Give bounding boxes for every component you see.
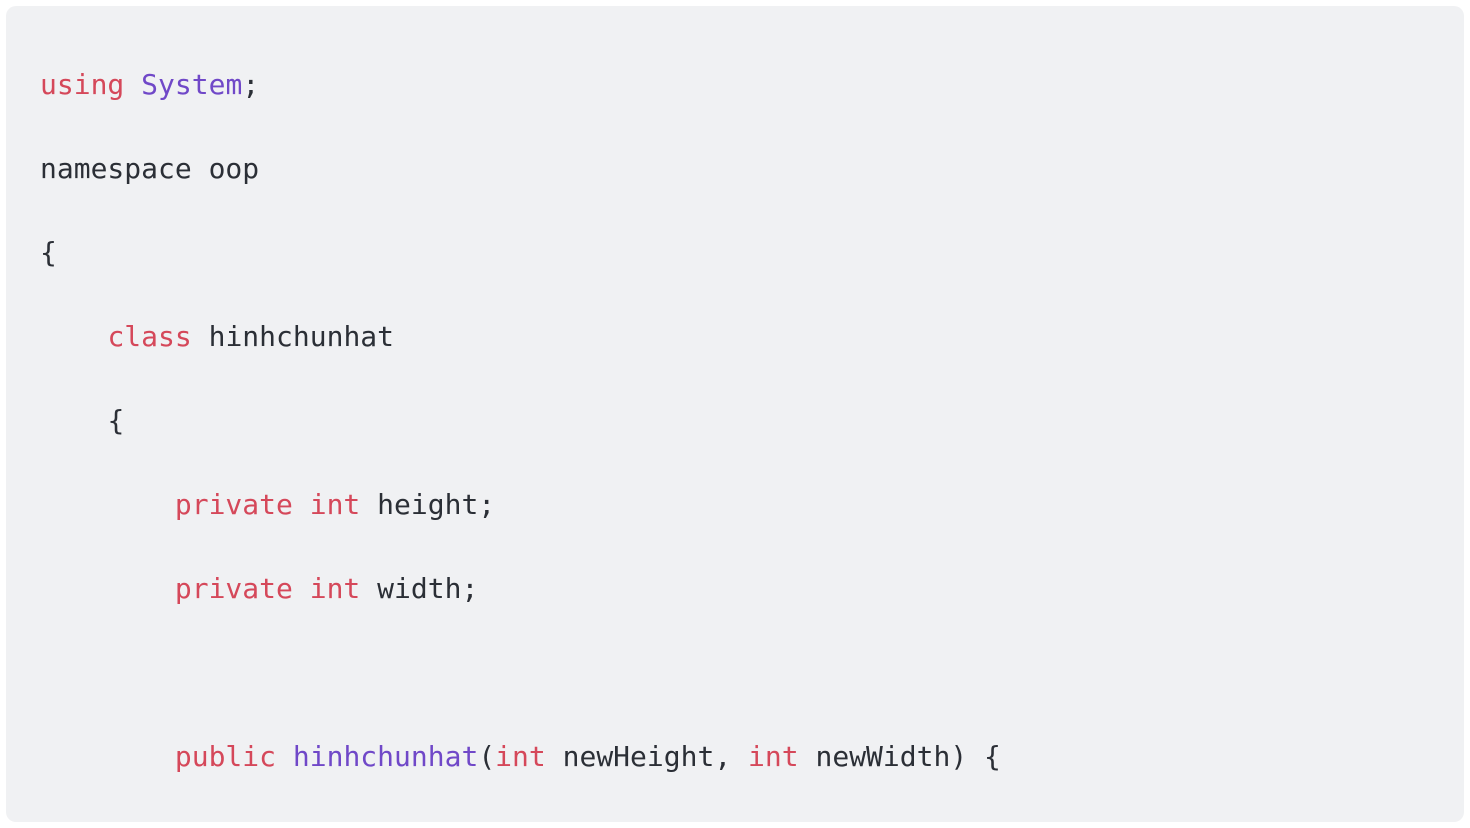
- code-token-kw: class: [107, 320, 192, 353]
- code-token-id: height;: [360, 488, 496, 521]
- code-token-id: newWidth) {: [798, 740, 1001, 773]
- code-token-kw: int: [495, 740, 546, 773]
- code-line: private int height;: [40, 484, 1464, 526]
- code-content[interactable]: using System; namespace oop { class hinh…: [40, 64, 1464, 822]
- code-token-kw: public: [174, 740, 293, 773]
- code-line: class hinhchunhat: [40, 316, 1464, 358]
- code-token-punc: ;: [242, 68, 260, 101]
- code-line: [40, 652, 1464, 694]
- code-indent: [40, 488, 175, 521]
- code-line: private int width;: [40, 568, 1464, 610]
- code-indent: [40, 320, 107, 353]
- code-line: height = newHeight;: [40, 820, 1464, 822]
- code-token-fn: hinhchunhat: [292, 740, 479, 773]
- code-line: {: [40, 400, 1464, 442]
- code-token-kw: using: [40, 68, 142, 101]
- code-token-kw: private int: [174, 572, 361, 605]
- code-token-type: System: [141, 68, 243, 101]
- code-block: using System; namespace oop { class hinh…: [6, 6, 1464, 822]
- code-token-punc: {: [40, 236, 57, 269]
- code-token-id: newHeight,: [545, 740, 749, 773]
- code-line: namespace oop: [40, 148, 1464, 190]
- code-token-kw: int: [748, 740, 799, 773]
- code-token-id: hinhchunhat: [191, 320, 395, 353]
- code-line: using System;: [40, 64, 1464, 106]
- code-token-punc: (: [478, 740, 496, 773]
- code-indent: [40, 572, 175, 605]
- code-token-id: width;: [360, 572, 479, 605]
- code-indent: [40, 740, 175, 773]
- code-token-punc: {: [107, 404, 125, 437]
- code-indent: [40, 404, 107, 437]
- code-token-kw: private int: [174, 488, 361, 521]
- code-line: public hinhchunhat(int newHeight, int ne…: [40, 736, 1464, 778]
- code-line: {: [40, 232, 1464, 274]
- code-token-plain: namespace oop: [40, 152, 260, 185]
